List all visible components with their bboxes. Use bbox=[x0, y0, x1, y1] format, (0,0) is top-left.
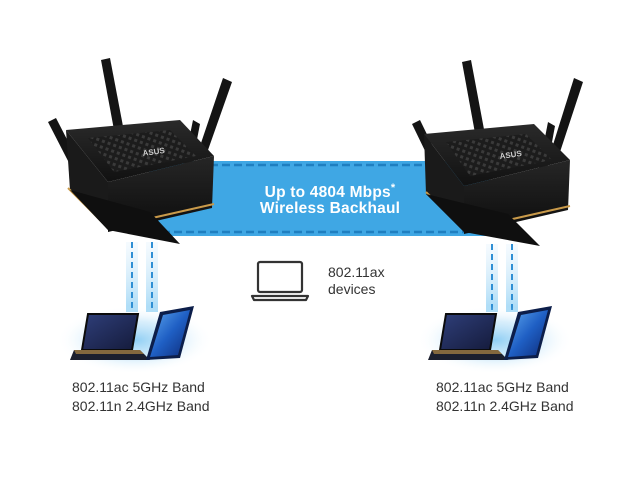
backhaul-footnote-mark: * bbox=[390, 182, 396, 194]
router-brand-logo-right: ASUS bbox=[499, 149, 523, 161]
band-5ghz-right: 802.11ac 5GHz Band bbox=[436, 379, 569, 395]
laptop-left bbox=[70, 313, 150, 360]
laptop-right bbox=[428, 313, 508, 360]
router-left: ASUS bbox=[48, 58, 232, 244]
ax-devices-line1: 802.11ax bbox=[328, 264, 385, 280]
tablet-right bbox=[504, 306, 552, 360]
band-labels-right: 802.11ac 5GHz Band 802.11n 2.4GHz Band bbox=[436, 378, 574, 416]
signal-beams-left bbox=[126, 242, 158, 312]
signal-beams-right bbox=[486, 244, 518, 312]
router-right: ASUS bbox=[412, 60, 583, 246]
laptop-outline-icon bbox=[250, 260, 310, 302]
router-brand-logo-left: ASUS bbox=[142, 146, 166, 158]
ax-devices-line2: devices bbox=[328, 281, 376, 297]
tablet-left bbox=[146, 306, 194, 360]
band-24ghz-left: 802.11n 2.4GHz Band bbox=[72, 398, 210, 414]
backhaul-speed-text: Up to 4804 Mbps* bbox=[230, 178, 430, 203]
backhaul-speed: Up to 4804 Mbps bbox=[264, 184, 391, 202]
band-labels-left: 802.11ac 5GHz Band 802.11n 2.4GHz Band bbox=[72, 378, 210, 416]
band-24ghz-right: 802.11n 2.4GHz Band bbox=[436, 398, 574, 414]
ax-devices-label: 802.11ax devices bbox=[328, 264, 385, 298]
band-5ghz-left: 802.11ac 5GHz Band bbox=[72, 379, 205, 395]
backhaul-label: Wireless Backhaul bbox=[259, 200, 401, 217]
